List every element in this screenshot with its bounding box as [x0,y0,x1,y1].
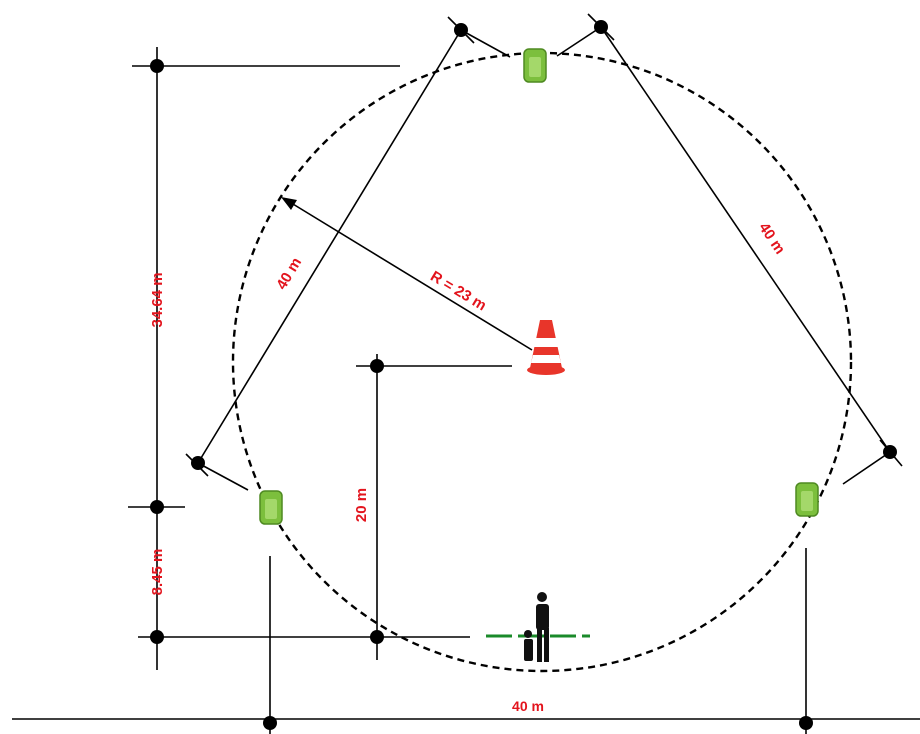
height-mid-dot [150,500,164,514]
base-dot-left [263,716,277,730]
corner-dot-top-right [594,20,608,34]
base-dot-right [799,716,813,730]
corner-dot-top-left [454,23,468,37]
green-box-icon-top [523,48,547,83]
side-line-left [197,29,462,464]
corner-dot-bottom-right [883,445,897,459]
radius-line [287,200,533,351]
height-total-label: 34.64 m [149,272,166,327]
radius-arrowhead [281,197,297,210]
leader-bottom-left [197,462,249,491]
leader-top-right [556,26,602,57]
leader-bottom-right [842,451,891,485]
person-silhouette-icon [524,592,549,662]
base-width-label: 40 m [512,698,544,714]
height-top-dot [150,59,164,73]
height-bottom-dot [150,630,164,644]
center-top-dot [370,359,384,373]
green-box-icon-bottom-right [795,482,819,517]
green-box-icon-bottom-left [259,490,283,525]
center-bottom-dot [370,630,384,644]
leader-top-left [460,29,511,58]
corner-dot-bottom-left [191,456,205,470]
height-lower-label: 8.45 m [149,549,166,596]
traffic-cone-icon [527,320,565,375]
center-height-label: 20 m [353,488,370,522]
side-line-right [600,26,891,453]
side-right-label: 40 m [755,220,788,258]
side-left-label: 40 m [273,255,305,293]
